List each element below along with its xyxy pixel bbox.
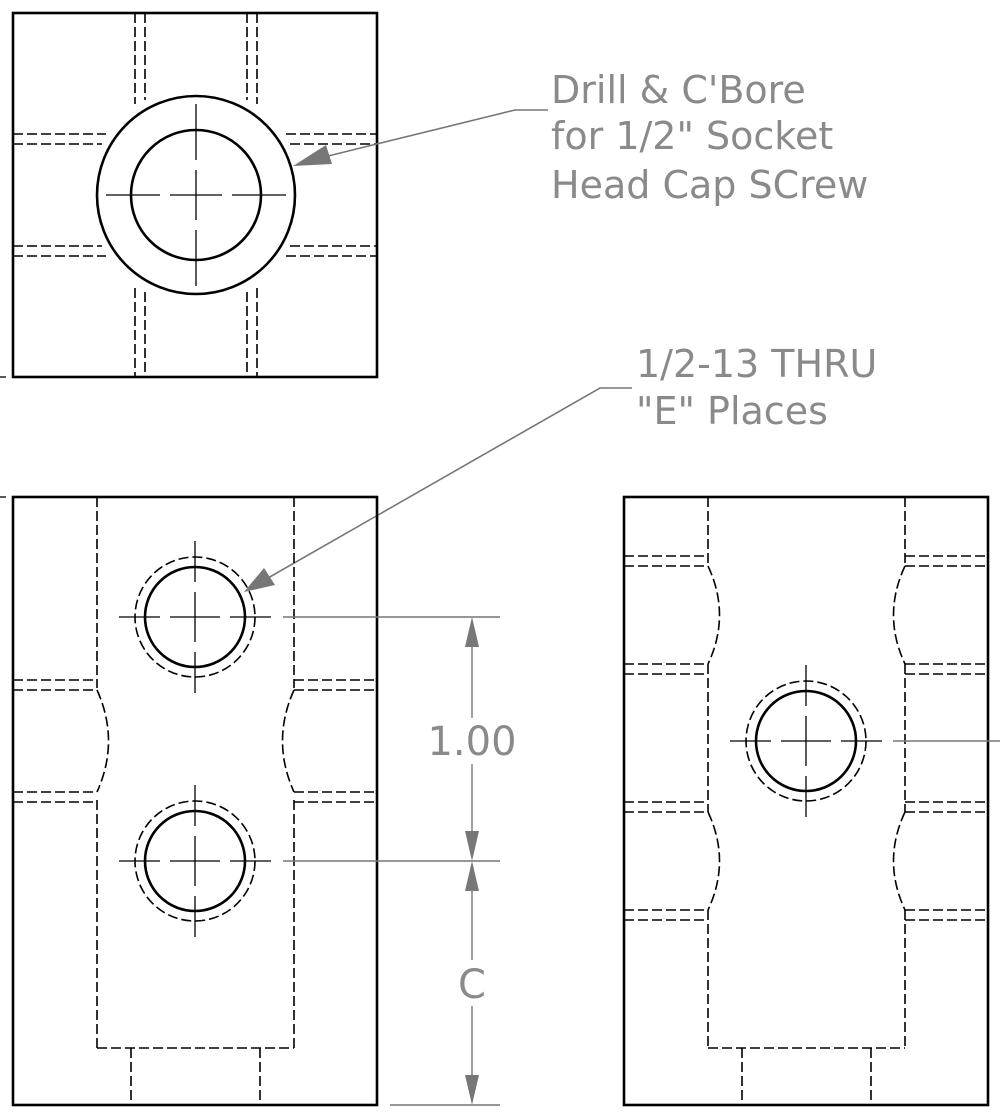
tapped-holes-leader [244,387,632,592]
front-view [11,495,379,1107]
counterbore-note-line-1: Drill & C'Bore [551,68,806,112]
dimension-hole-spacing [283,616,500,862]
dimension-bottom-offset-value: C [458,962,486,1008]
tapped-note-line-1: 1/2-13 THRU [636,342,877,386]
top-view-outline [11,11,379,379]
tapped-note-line-2: "E" Places [636,389,828,433]
top-view [11,11,379,379]
border-ticks [0,376,6,498]
front-view-hidden-lines [13,497,377,1105]
side-view-tapped-hole [730,665,882,817]
tapped-hole-upper [119,541,271,693]
counterbore-note-line-2: for 1/2" Socket [551,114,833,158]
counterbore-circle [95,94,297,296]
counterbore-leader [293,109,548,166]
side-view-hidden-lines [624,497,988,1105]
side-view [622,495,1000,1107]
counterbore-note-line-3: Head Cap SCrew [551,163,868,207]
top-view-hidden-lines [13,13,377,377]
top-view-centerlines [106,104,286,286]
side-view-outline [622,495,990,1107]
front-view-outline [11,495,379,1107]
dimension-hole-spacing-value: 1.00 [427,719,516,765]
dimension-bottom-offset [390,861,500,1106]
tapped-hole-lower [119,785,271,937]
